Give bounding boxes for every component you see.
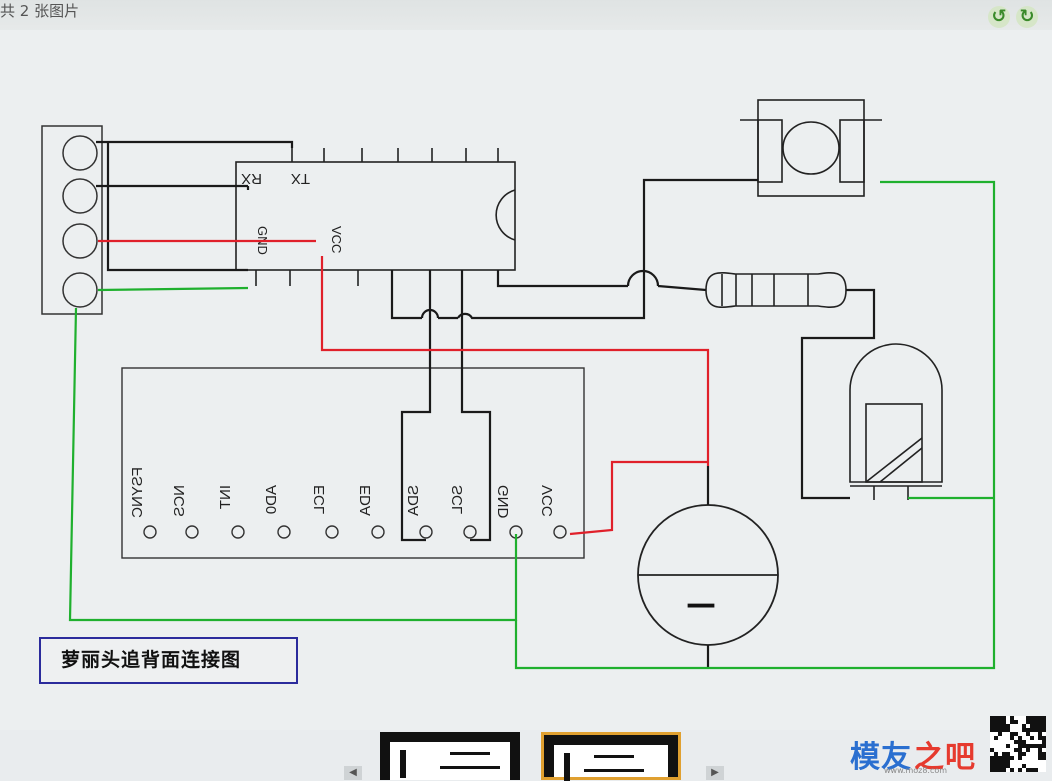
prev-arrow-icon[interactable]: ◀ <box>344 766 362 780</box>
logo-text-a: 模友 <box>850 740 912 775</box>
resistor <box>705 272 847 308</box>
next-arrow-icon[interactable]: ▶ <box>706 766 724 780</box>
sensor-pin-label: GND <box>495 485 512 519</box>
thumbnail-2[interactable] <box>541 732 681 781</box>
sensor-module <box>121 367 585 559</box>
sensor-pin-pad <box>277 525 291 539</box>
sensor-pin-pad <box>325 525 339 539</box>
ir-receiver <box>849 343 943 500</box>
red-wires <box>98 239 710 536</box>
image-count: 共 2 张图片 <box>0 2 80 20</box>
sensor-pin-pad <box>371 525 385 539</box>
battery-cell <box>637 504 779 646</box>
chip-pin-rx: RX <box>241 170 262 187</box>
connector-4pin <box>41 125 103 315</box>
sensor-pin-label: VCC <box>539 485 556 517</box>
sensor-pin-label: SDA <box>405 485 422 516</box>
push-button <box>740 99 882 197</box>
logo-url: www.moz8.com <box>884 766 948 775</box>
mcu-chip <box>235 148 516 286</box>
thumbnail-strip: ◀ ▶ <box>0 724 1052 781</box>
sensor-pin-label: SCL <box>449 485 466 514</box>
rotate-right-icon[interactable]: ↻ <box>1016 6 1038 28</box>
sensor-pin-pad <box>463 525 477 539</box>
sensor-pin-pad <box>553 525 567 539</box>
sensor-pin-label: INT <box>217 485 234 509</box>
sensor-pin-label: EDA <box>357 485 374 516</box>
sensor-pin-label: AD0 <box>263 485 280 514</box>
battery-minus-sign: — <box>686 587 716 622</box>
sensor-pin-pad <box>419 525 433 539</box>
thumbnail-1[interactable] <box>380 732 520 780</box>
sensor-pin-pad <box>231 525 245 539</box>
sensor-pin-label: FSYNC <box>129 467 146 518</box>
sensor-pin-label: NCS <box>171 485 188 517</box>
diagram-caption: 萝丽头追背面连接图 <box>39 637 298 684</box>
qr-code <box>990 716 1046 772</box>
chip-pin-tx: TX <box>291 170 310 187</box>
black-wires <box>96 140 876 668</box>
chip-pin-vcc: VCC <box>329 226 344 253</box>
sensor-pin-pad <box>143 525 157 539</box>
site-logo: 模友 之吧 www.moz8.com <box>848 728 978 776</box>
wiring-diagram: RX TX GND VCC — FSYNC NCS INT AD0 ECL EDA SDA S… <box>0 30 1052 730</box>
sensor-pin-row: FSYNC NCS INT AD0 ECL EDA SDA SCL GND VCC <box>129 467 567 539</box>
rotate-left-icon[interactable]: ↺ <box>988 6 1010 28</box>
logo-text-b: 之吧 <box>914 740 976 775</box>
sensor-pin-label: ECL <box>311 485 328 514</box>
sensor-pin-pad <box>185 525 199 539</box>
green-wires <box>68 180 996 670</box>
